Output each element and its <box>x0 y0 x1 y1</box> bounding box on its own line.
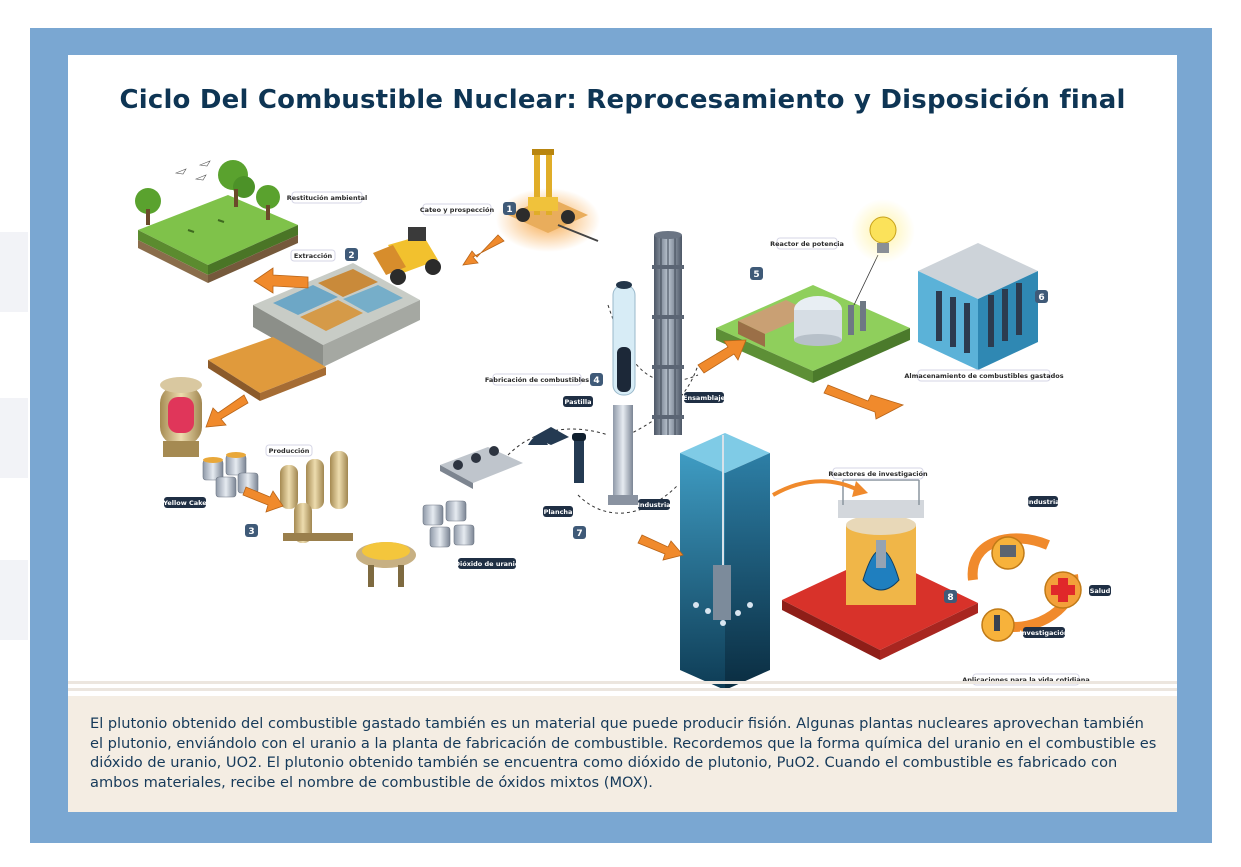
svg-text:Aplicaciones para la vida coti: Aplicaciones para la vida cotidiana <box>962 676 1090 684</box>
svg-text:Dióxido de uranio: Dióxido de uranio <box>455 560 520 568</box>
arrow-yellowcake-to-silos <box>242 486 284 513</box>
arrow-fab-to-pool <box>637 534 684 561</box>
svg-text:Extracción: Extracción <box>294 252 333 260</box>
fuel-assembly-rods <box>652 231 684 435</box>
label-yellow-cake: Yellow Cake <box>162 497 207 508</box>
label-produccion: Producción <box>265 444 313 457</box>
label-industria: Industria <box>637 499 671 510</box>
label-reactores-investigacion: Reactores de investigación <box>828 467 928 480</box>
spent-fuel-storage-illustration <box>918 243 1038 370</box>
svg-text:Producción: Producción <box>269 447 310 455</box>
divider-stripe <box>68 681 1177 684</box>
svg-text:Salud: Salud <box>1090 587 1111 595</box>
label-restitucion: Restitución ambiental <box>287 191 368 204</box>
step-badge: 4 <box>590 373 603 386</box>
svg-text:Cateo y prospección: Cateo y prospección <box>420 206 495 214</box>
everyday-applications-illustration <box>967 533 1082 642</box>
label-fabricacion: Fabricación de combustibles <box>485 373 589 386</box>
step-badge: 6 <box>1035 290 1048 303</box>
mining-extraction-illustration <box>208 227 441 401</box>
svg-text:Reactor de potencia: Reactor de potencia <box>770 240 844 248</box>
svg-text:Fabricación de combustibles: Fabricación de combustibles <box>485 376 589 384</box>
arrow-mine-to-park <box>253 267 309 294</box>
label-reactor-potencia: Reactor de potencia <box>770 237 844 250</box>
divider-stripe <box>68 688 1177 691</box>
label-extraccion: Extracción <box>290 249 336 262</box>
power-reactor-illustration <box>716 199 915 383</box>
left-edge-tab <box>0 398 28 478</box>
research-reactor-illustration <box>782 479 978 660</box>
svg-text:Reactores de investigación: Reactores de investigación <box>828 470 928 478</box>
label-industria-app: Industria <box>1026 496 1060 507</box>
svg-text:4: 4 <box>593 376 599 386</box>
label-pastilla: Pastilla <box>563 396 593 407</box>
arrow-fab-to-power <box>697 339 747 374</box>
svg-text:8: 8 <box>947 593 953 603</box>
step-badge: 7 <box>573 526 586 539</box>
svg-text:6: 6 <box>1038 293 1044 303</box>
fuel-fabrication-illustration <box>507 231 699 514</box>
arrow-pool-to-research <box>772 479 859 497</box>
environmental-restoration-illustration <box>135 160 298 283</box>
step-badge: 3 <box>245 524 258 537</box>
svg-text:3: 3 <box>248 527 254 537</box>
label-salud: Salud <box>1089 585 1111 596</box>
svg-text:1: 1 <box>506 205 512 215</box>
step-badge: 8 <box>944 590 957 603</box>
flow-arrows <box>205 234 905 561</box>
svg-text:Industria: Industria <box>1026 498 1059 506</box>
label-almacenamiento: Almacenamiento de combustibles gastados <box>904 369 1064 382</box>
left-edge-tab <box>0 232 28 312</box>
svg-text:Restitución ambiental: Restitución ambiental <box>287 194 368 202</box>
exploration-drill-illustration <box>496 149 600 252</box>
page-title: Ciclo Del Combustible Nuclear: Reprocesa… <box>119 85 1126 115</box>
svg-text:Industria: Industria <box>637 501 670 509</box>
left-edge-tab <box>0 560 28 640</box>
svg-text:Pastilla: Pastilla <box>564 398 591 406</box>
caption-text: El plutonio obtenido del combustible gas… <box>90 715 1157 791</box>
svg-text:7: 7 <box>576 529 582 539</box>
step-badge: 1 <box>503 202 516 215</box>
svg-text:2: 2 <box>348 251 354 261</box>
svg-text:Plancha: Plancha <box>544 508 573 516</box>
svg-text:Ensamblaje: Ensamblaje <box>683 394 726 402</box>
label-plancha: Plancha <box>543 506 573 517</box>
label-ensamblaje: Ensamblaje <box>683 392 726 403</box>
step-badge: 5 <box>750 267 763 280</box>
label-dioxido: Dióxido de uranio <box>455 558 520 569</box>
reactor-pool-tank-illustration <box>680 433 770 690</box>
arrow-pit-to-mill <box>205 394 249 428</box>
milling-production-illustration <box>160 377 523 587</box>
arrow-drill-to-mine <box>462 234 505 266</box>
svg-text:Almacenamiento de combustibles: Almacenamiento de combustibles gastados <box>904 372 1063 380</box>
label-cateo: Cateo y prospección <box>420 203 495 216</box>
label-investigacion: Investigación <box>1019 627 1069 638</box>
arrow-power-to-storage <box>823 384 905 420</box>
svg-text:5: 5 <box>753 270 759 280</box>
svg-text:Yellow Cake: Yellow Cake <box>162 499 207 507</box>
svg-text:Investigación: Investigación <box>1019 629 1068 637</box>
step-badge: 2 <box>345 248 358 261</box>
fuel-cycle-diagram: 1 2 3 4 5 6 7 8 Restitución ambiental Ca… <box>135 149 1111 690</box>
content-panel: Ciclo Del Combustible Nuclear: Reprocesa… <box>68 55 1177 812</box>
step-badges: 1 2 3 4 5 6 7 8 <box>245 202 1048 603</box>
caption-box: El plutonio obtenido del combustible gas… <box>68 696 1177 812</box>
